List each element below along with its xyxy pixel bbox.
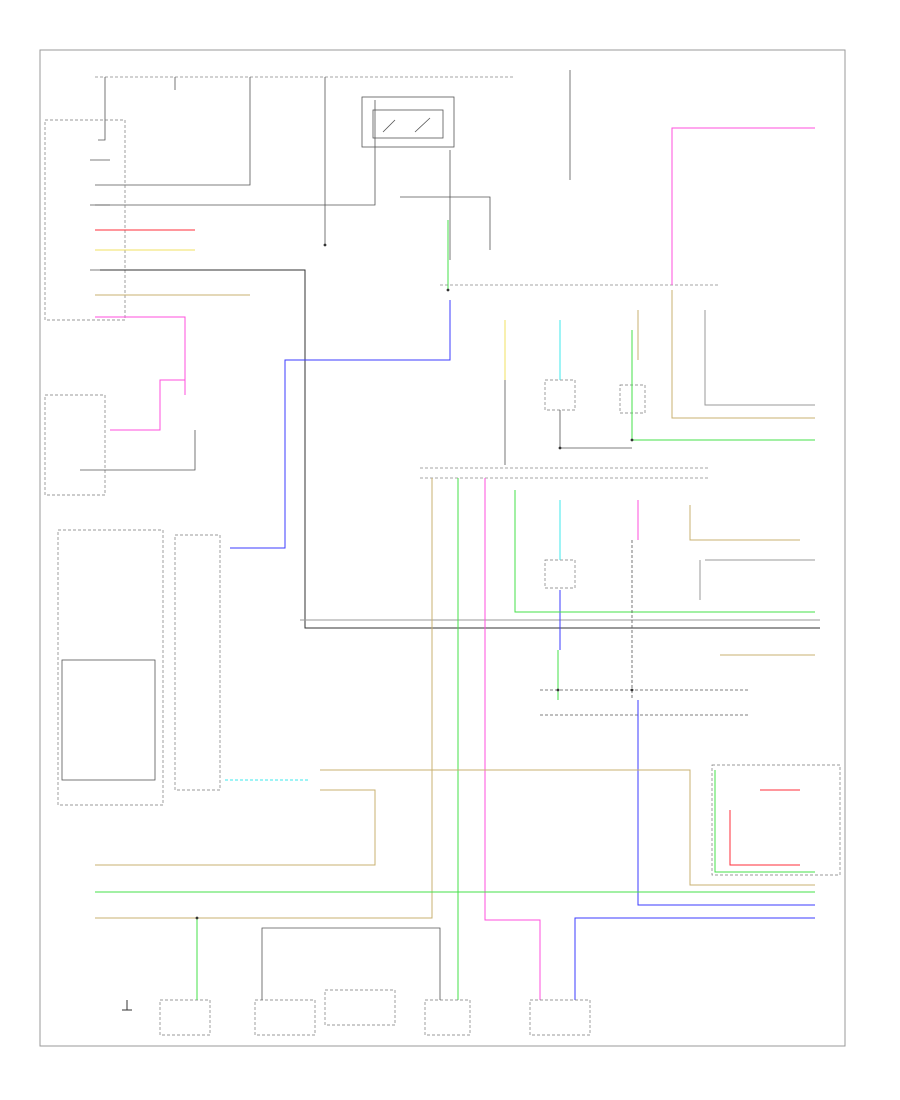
wire-red-lower (729, 789, 800, 866)
wire-blue (230, 300, 451, 549)
switch-wire (80, 430, 196, 471)
lower-left-module (57, 529, 164, 806)
relay-switch (382, 117, 431, 133)
bottom-frame (261, 927, 441, 1000)
left-ecu-box (44, 119, 126, 321)
wire-tan-c2 (689, 505, 800, 541)
wire-gray-right (704, 310, 815, 406)
wire-black-main (100, 269, 820, 629)
relay-box (361, 96, 455, 148)
gateway-box (174, 534, 221, 791)
wire-black-c (504, 380, 632, 465)
bottom-devices (159, 989, 591, 1036)
ground-icon (122, 1000, 132, 1011)
left-ecu-pins (90, 159, 300, 271)
wire-black-c2 (540, 540, 750, 716)
wire-pink-left (95, 316, 186, 431)
wire-pink-top (671, 127, 815, 285)
wire-tan-right (671, 290, 815, 419)
relay-inner (372, 109, 444, 139)
wire-blue-right (574, 700, 815, 1000)
wire-gray-c2 (699, 559, 815, 600)
lower-left-inner (61, 659, 156, 781)
wire-tan-mid (320, 769, 815, 886)
wire-green-right (631, 330, 815, 441)
diagram-frame (39, 49, 846, 1047)
wire-pink-down (484, 478, 541, 1000)
wire-green-h2 (714, 770, 815, 873)
sensor-a (544, 379, 576, 411)
wire-tan-long (95, 478, 433, 919)
sensor-c (544, 559, 576, 589)
fuse-drops (95, 70, 571, 260)
junction-dots (195, 243, 634, 920)
wire-tan-mid2 (95, 789, 376, 866)
switch-module (44, 394, 106, 496)
lower-right-module (711, 764, 841, 876)
wire-green-right2 (514, 490, 815, 613)
